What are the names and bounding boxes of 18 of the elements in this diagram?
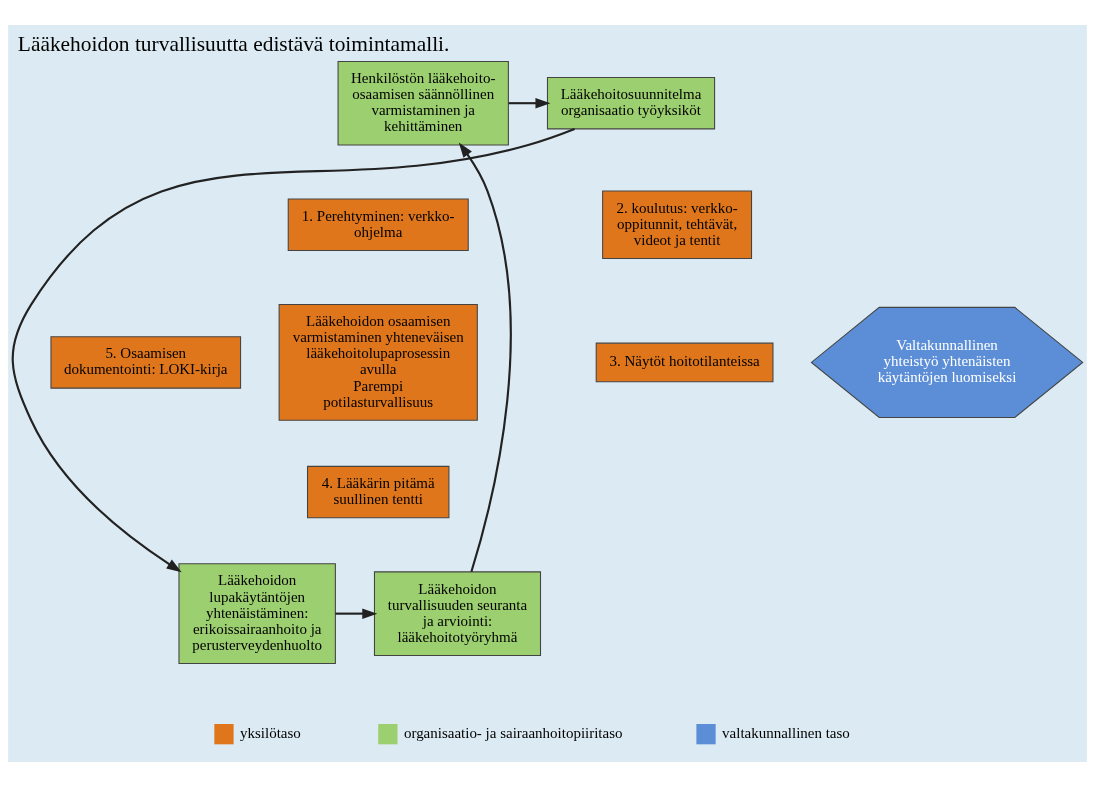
legend-label: organisaatio- ja sairaanhoitopiiritaso — [403, 725, 623, 742]
node-box: 1. Perehtyminen: verkko-ohjelma — [287, 198, 469, 252]
legend-label: valtakunnallinen taso — [722, 725, 850, 742]
node-box: Lääkehoidon osaamisen varmistaminen yhteneväisen lääkehoitolupaprosessin avulla Parempi potilasturvallisuus — [278, 304, 478, 421]
legend-label: yksilötaso — [240, 725, 301, 742]
node-box: 5. Osaamisen dokumentointi: LOKI-kirja — [50, 336, 242, 389]
node-box: Lääkehoidon turvallisuuden seuranta ja arviointi: lääkehoitotyöryhmä — [373, 571, 542, 656]
arrow — [458, 142, 512, 572]
diagram-title: Lääkehoidon turvallisuutta edistävä toimintamalli. — [17, 31, 450, 56]
node-box: 3. Näytöt hoitotilanteissa — [595, 342, 774, 383]
node-box: 2. koulutus: verkko-oppitunnit, tehtävät, videot ja tentit — [602, 190, 753, 260]
arrow — [335, 608, 378, 619]
node-box: Henkilöstön lääkehoito-osaamisen säännöllinen varmistaminen ja kehittäminen — [337, 60, 509, 146]
node-box: Lääkehoitosuunnitelma organisaatio työyksiköt — [546, 76, 716, 130]
node-box: 4. Lääkärin pitämä suullinen tentti — [307, 465, 450, 519]
arrow — [11, 127, 575, 573]
arrow — [508, 97, 551, 109]
node-box: Lääkehoidon lupakäytäntöjen yhtenäistäminen: erikoissairaanhoito ja perusterveydenhuolto — [178, 563, 336, 664]
